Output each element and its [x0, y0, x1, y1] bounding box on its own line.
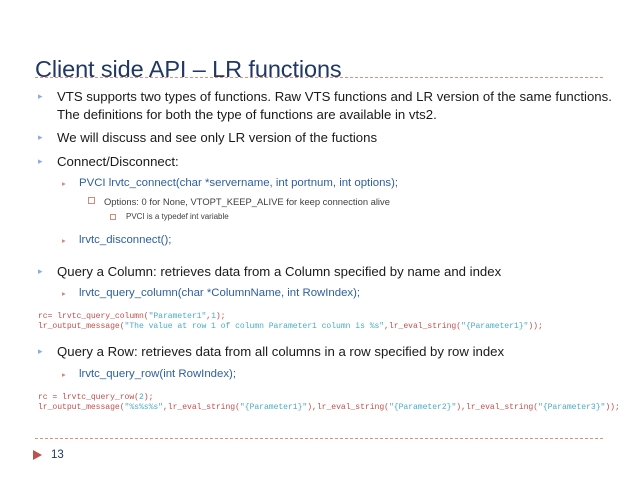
title-divider	[35, 77, 603, 78]
spacer	[0, 386, 638, 393]
page-title: Client side API – LR functions	[35, 55, 342, 82]
bullet-item: ▸ VTS supports two types of functions. R…	[0, 88, 638, 123]
code-line: lr_output_message("%s%s%s",lr_eval_strin…	[38, 403, 620, 413]
spacer	[0, 226, 638, 233]
code-line: rc= lrvtc_query_column("Parameter1",1);	[38, 312, 226, 321]
sub-bullet-text: lrvtc_disconnect();	[79, 233, 172, 246]
play-triangle-icon	[33, 450, 42, 460]
sub-bullet-text: lrvtc_query_row(int RowIndex);	[79, 367, 236, 380]
bullet-item: ▸ Query a Row: retrieves data from all c…	[0, 343, 638, 361]
bullet-arrow-icon: ▸	[62, 289, 66, 298]
bullet-arrow-icon: ▸	[62, 369, 66, 379]
bullet-arrow-icon: ▸	[38, 265, 43, 276]
bullet-text: Query a Row: retrieves data from all col…	[57, 344, 505, 360]
sub-bullet-item: ▸ PVCI lrvtc_connect(char *servername, i…	[0, 176, 638, 191]
bullet-arrow-icon: ▸	[38, 155, 43, 166]
bullet-square-icon	[110, 213, 116, 220]
bullet-text: Query a Column: retrieves data from a Co…	[57, 263, 502, 279]
code-snippet-query-row: rc = lrvtc_query_row(2); lr_output_messa…	[0, 393, 638, 413]
sub-sub-bullet-item: Options: 0 for None, VTOPT_KEEP_ALIVE fo…	[0, 195, 638, 208]
sub-sub-sub-bullet-item: PVCI is a typedef int variable	[0, 211, 638, 223]
footer-divider	[35, 438, 603, 439]
sub-bullet-text: lrvtc_query_column(char *ColumnName, int…	[79, 287, 361, 299]
sub-sub-sub-bullet-text: PVCI is a typedef int variable	[126, 212, 229, 221]
bullet-square-icon	[88, 197, 95, 204]
slide-body: ▸ VTS supports two types of functions. R…	[0, 88, 638, 413]
bullet-item: ▸ Query a Column: retrieves data from a …	[0, 263, 638, 281]
code-line: rc = lrvtc_query_row(2);	[38, 392, 154, 402]
sub-bullet-text: PVCI lrvtc_connect(char *servername, int…	[79, 177, 399, 189]
bullet-arrow-icon: ▸	[38, 132, 43, 142]
bullet-text: Connect/Disconnect:	[57, 153, 179, 169]
spacer	[0, 332, 638, 343]
bullet-arrow-icon: ▸	[62, 179, 66, 188]
bullet-text: We will discuss and see only LR version …	[57, 130, 378, 145]
sub-sub-bullet-text: Options: 0 for None, VTOPT_KEEP_ALIVE fo…	[104, 196, 390, 207]
sub-bullet-item: ▸ lrvtc_query_row(int RowIndex);	[0, 367, 638, 382]
slide-footer: 13	[33, 449, 64, 461]
bullet-item: ▸ Connect/Disconnect:	[0, 153, 638, 171]
bullet-arrow-icon: ▸	[62, 235, 66, 245]
code-snippet-query-column: rc= lrvtc_query_column("Parameter1",1); …	[0, 312, 638, 332]
bullet-item: ▸ We will discuss and see only LR versio…	[0, 129, 638, 147]
bullet-arrow-icon: ▸	[38, 91, 43, 101]
bullet-text: VTS supports two types of functions. Raw…	[57, 89, 612, 122]
sub-bullet-item: ▸ lrvtc_disconnect();	[0, 233, 638, 248]
sub-bullet-item: ▸ lrvtc_query_column(char *ColumnName, i…	[0, 286, 638, 301]
code-line: lr_output_message("The value at row 1 of…	[38, 322, 543, 332]
bullet-arrow-icon: ▸	[38, 346, 43, 357]
spacer	[0, 252, 638, 263]
page-number: 13	[51, 449, 64, 461]
spacer	[0, 305, 638, 312]
